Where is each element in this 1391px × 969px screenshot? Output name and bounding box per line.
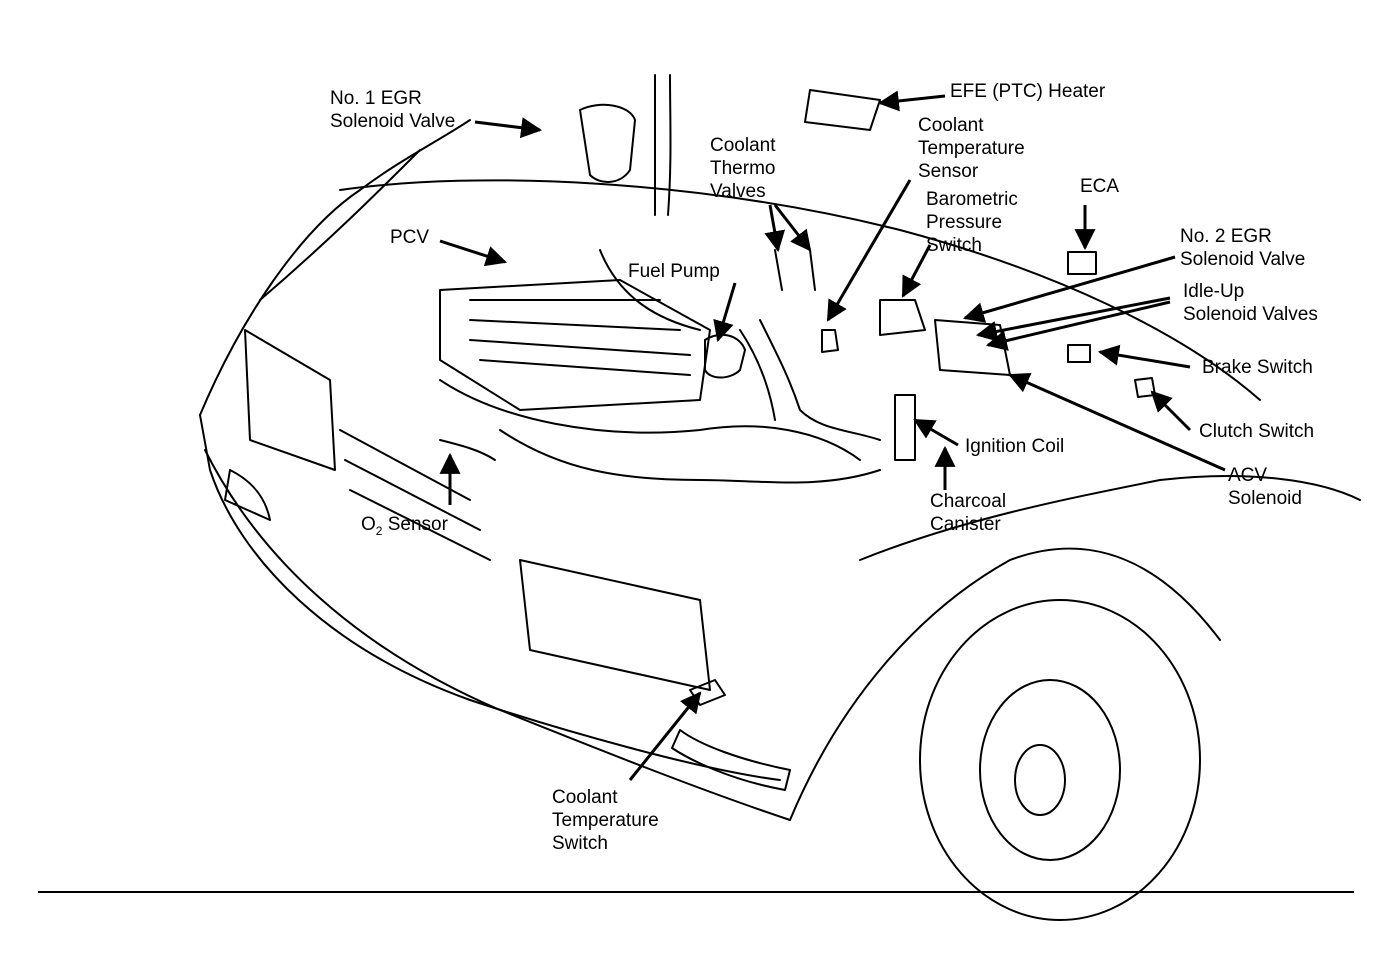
label-ignition-coil: Ignition Coil [965, 436, 1065, 457]
brake-line-right [667, 74, 672, 216]
hood-outline [199, 119, 471, 416]
o2-sub: 2 [375, 523, 383, 538]
coolant-temp-sensor [821, 329, 839, 353]
arrow-idle-b [985, 300, 1171, 351]
fuel-pump [704, 333, 746, 379]
label-eca: ECA [1080, 176, 1120, 197]
valve-cover [439, 279, 711, 411]
arrow-no2-egr [962, 255, 1176, 323]
bumper-lower [204, 449, 791, 821]
clutch-switch [1134, 377, 1156, 398]
label-no1-egr-solenoid-valve: No. 1 EGR Solenoid Valve [330, 88, 456, 132]
cowl [339, 179, 1261, 401]
label-clutch-switch: Clutch Switch [1199, 421, 1315, 442]
thermo-valves [774, 249, 816, 291]
bumper-slot [671, 729, 791, 791]
arrow-efe [877, 90, 946, 112]
label-fuel-pump: Fuel Pump [628, 261, 720, 282]
eca-box [1067, 251, 1097, 275]
label-coolant-temperature-sensor: Coolant Temperature Sensor [918, 115, 1025, 182]
label-pcv: PCV [390, 227, 430, 248]
front-bumper [199, 414, 781, 781]
o2-main: O [361, 514, 376, 535]
bottom-rule [38, 891, 1354, 893]
grille-center [519, 559, 711, 691]
arrow-cts [826, 179, 912, 322]
ignition-coil [894, 394, 916, 461]
lower-engine [499, 429, 881, 484]
label-coolant-thermo-valves: Coolant Thermo Valves [710, 135, 776, 202]
arrow-fuel-pump [713, 282, 737, 343]
arrow-acv [1008, 373, 1226, 472]
o2-rest: Sensor [382, 514, 448, 535]
label-barometric-pressure-switch: Barometric Pressure Switch [926, 189, 1018, 256]
brake-switch [1067, 344, 1091, 363]
arrow-baro [901, 244, 932, 298]
tire [919, 599, 1201, 921]
arrow-idle-a [975, 296, 1171, 342]
arrow-no1-egr [474, 117, 543, 139]
label-coolant-temperature-switch: Coolant Temperature Switch [552, 787, 659, 854]
label-charcoal-canister: Charcoal Canister [930, 491, 1007, 535]
egr-valve-1 [579, 103, 636, 183]
intake [439, 379, 861, 461]
arrow-clutch [1150, 390, 1192, 432]
arrow-brake [1097, 344, 1191, 369]
barometric-switch [879, 299, 926, 336]
label-brake-switch: Brake Switch [1202, 357, 1313, 378]
label-acv-solenoid: ACV Solenoid [1228, 465, 1302, 509]
hub [1014, 744, 1066, 816]
wheel-arch [789, 547, 1221, 821]
arrow-cts-switch [628, 691, 702, 781]
label-idle-up-solenoid-valves: Idle-Up Solenoid Valves [1183, 281, 1318, 325]
label-o2-sensor: O2 Sensor [361, 513, 448, 543]
rim [979, 679, 1121, 861]
solenoid-cluster [934, 319, 1011, 376]
grille-slats [339, 429, 491, 561]
valve-cover-ribs [469, 299, 691, 376]
arrow-ignition [913, 418, 959, 447]
label-no2-egr-solenoid-valve: No. 2 EGR Solenoid Valve [1180, 226, 1306, 270]
headlamp [224, 469, 271, 521]
label-efe-ptc-heater: EFE (PTC) Heater [950, 81, 1106, 102]
o2-sensor [439, 439, 496, 461]
fender-line [259, 149, 421, 301]
grille-left [244, 329, 336, 471]
arrow-thermo-a [764, 204, 786, 253]
arrow-thermo-b [773, 204, 812, 252]
fender-right [859, 475, 1361, 561]
egr-ptc-heater [804, 89, 881, 131]
arrow-pcv [439, 239, 507, 267]
hoses [599, 249, 881, 441]
